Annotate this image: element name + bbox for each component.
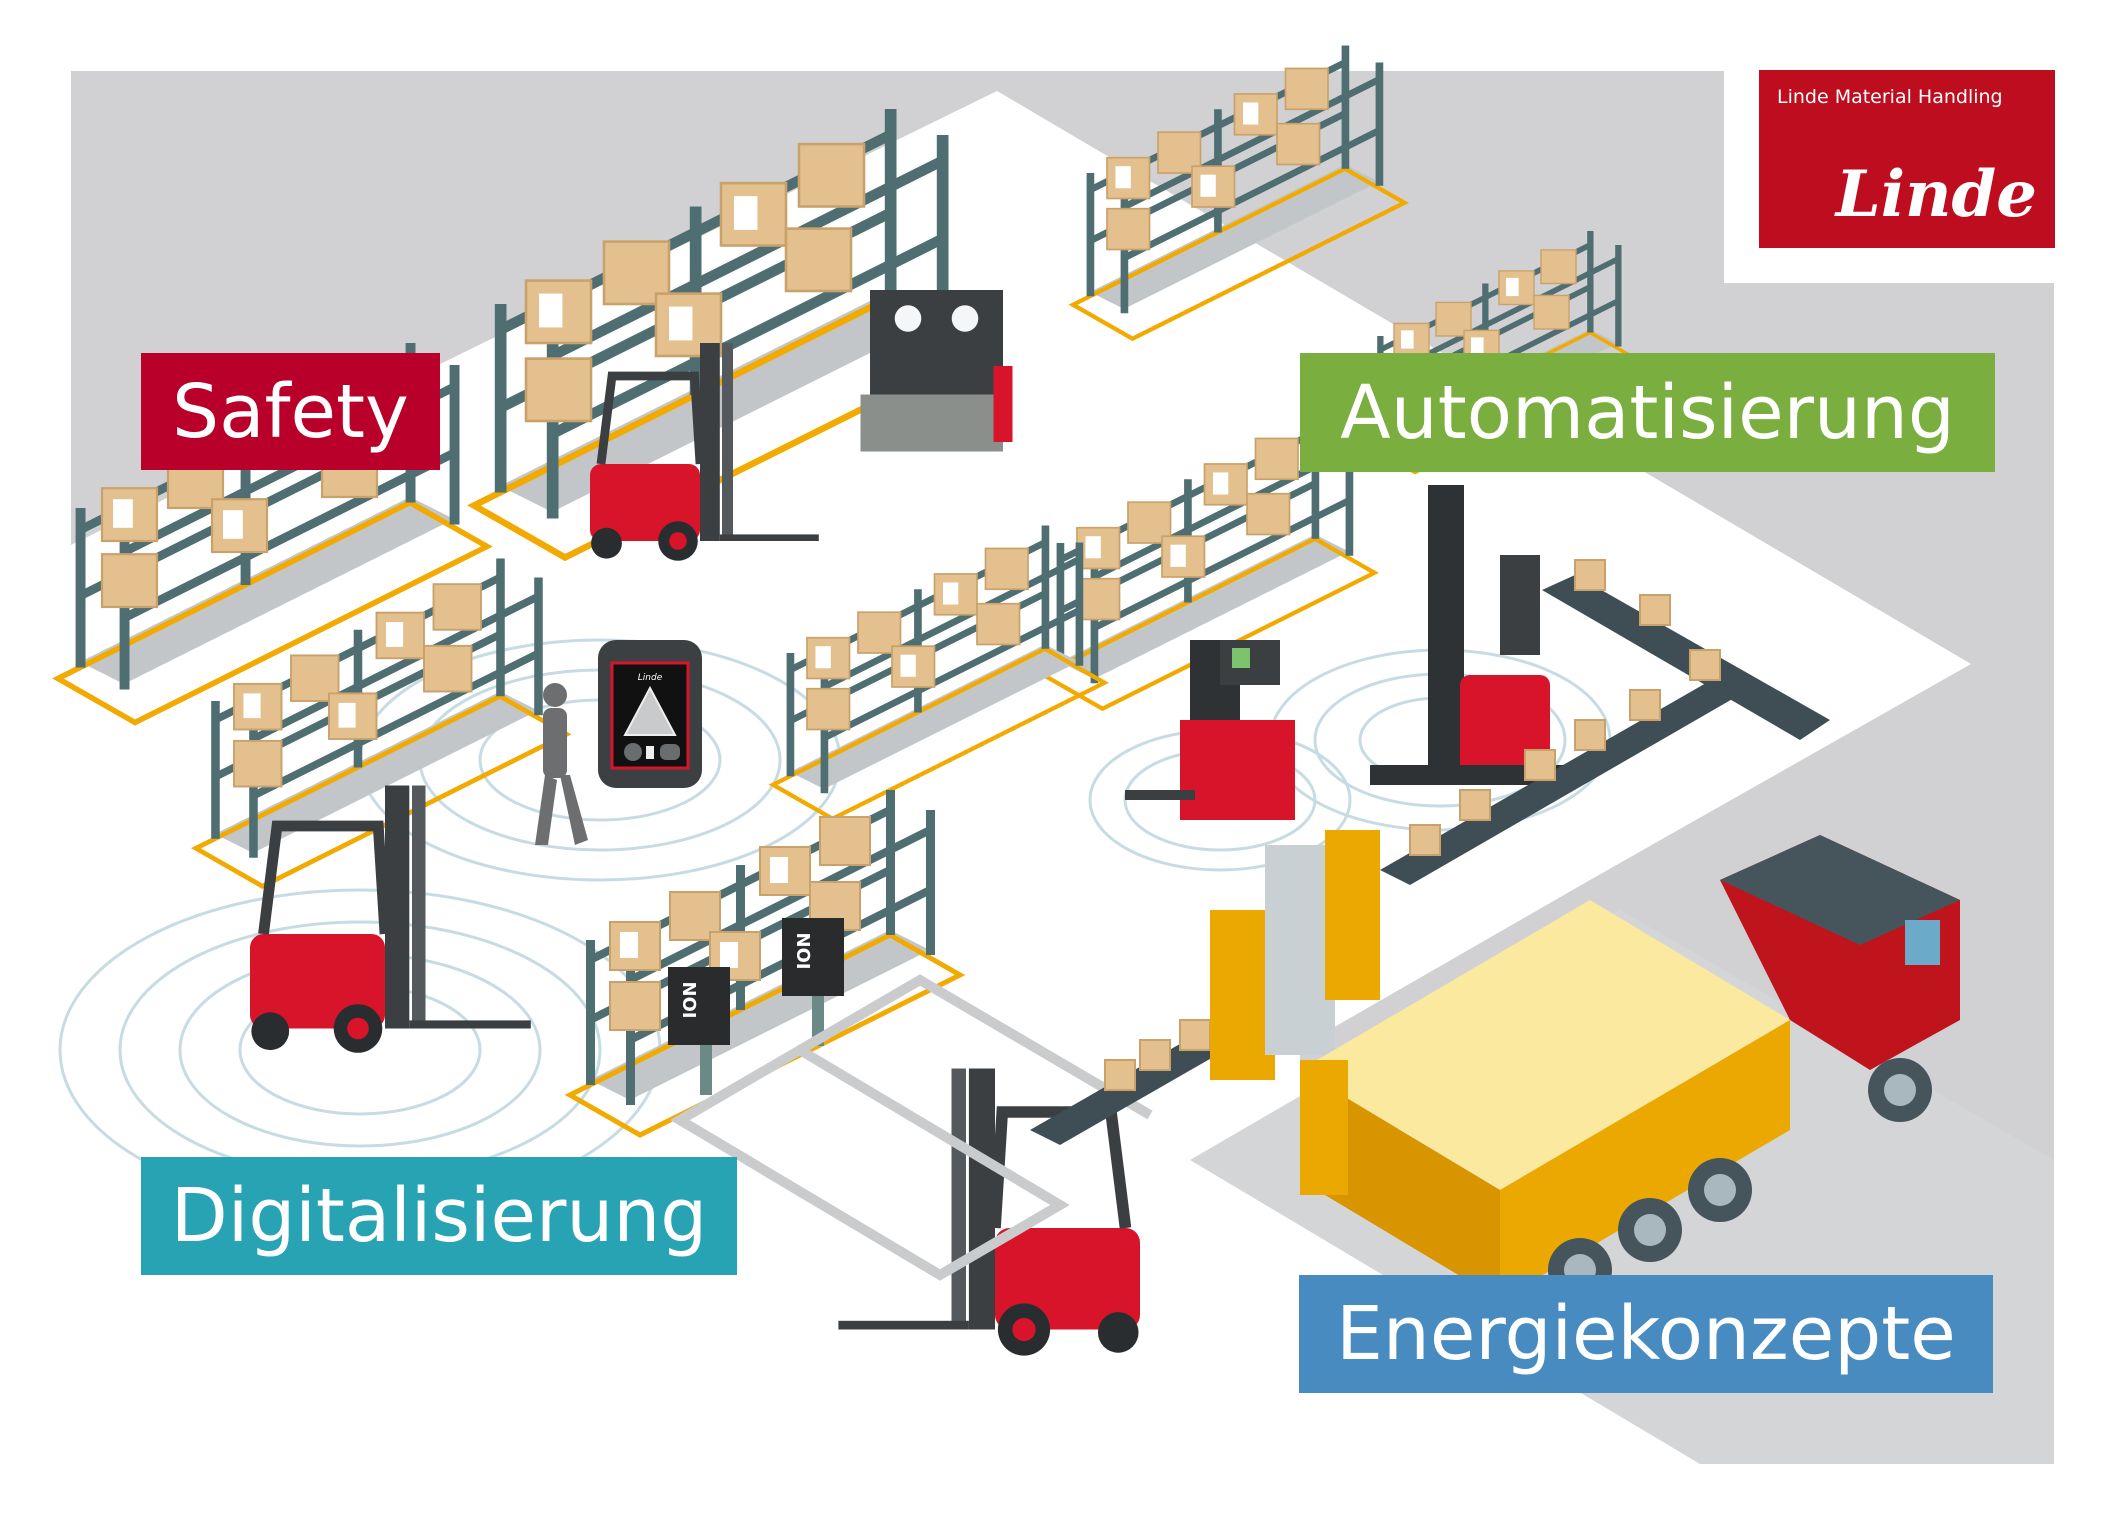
ion-charger-2: ION	[782, 918, 844, 1046]
label-energy-concepts-text: Energiekonzepte	[1336, 1291, 1956, 1377]
pedestrian-silhouette	[535, 683, 588, 845]
ion-charger-1: ION	[668, 967, 730, 1095]
power-button-icon	[624, 743, 642, 761]
forklift-counterbalance-dark	[860, 290, 1013, 452]
svg-text:ION: ION	[680, 981, 701, 1018]
label-automation: Automatisierung	[1300, 353, 1995, 472]
label-digitalization: Digitalisierung	[141, 1157, 737, 1275]
logo-brand: Linde	[1835, 157, 2037, 232]
label-safety: Safety	[141, 353, 440, 470]
cycle-button-icon	[660, 744, 680, 760]
automated-pallet-truck	[1125, 640, 1295, 820]
linde-logo: Linde Material Handling Linde	[1759, 70, 2055, 248]
label-energy-concepts: Energiekonzepte	[1299, 1275, 1993, 1393]
safety-warning-device: Linde	[598, 640, 702, 788]
packaging-machine	[1210, 830, 1380, 1080]
label-safety-text: Safety	[172, 368, 409, 455]
label-digitalization-text: Digitalisierung	[170, 1173, 708, 1259]
label-automation-text: Automatisierung	[1340, 369, 1955, 456]
svg-text:ION: ION	[794, 932, 815, 969]
delivery-truck	[1300, 835, 1960, 1302]
logo-subtitle: Linde Material Handling	[1777, 86, 2003, 108]
device-brand: Linde	[638, 673, 663, 683]
charging-bays	[670, 974, 1153, 1281]
battery-icon	[646, 746, 654, 759]
